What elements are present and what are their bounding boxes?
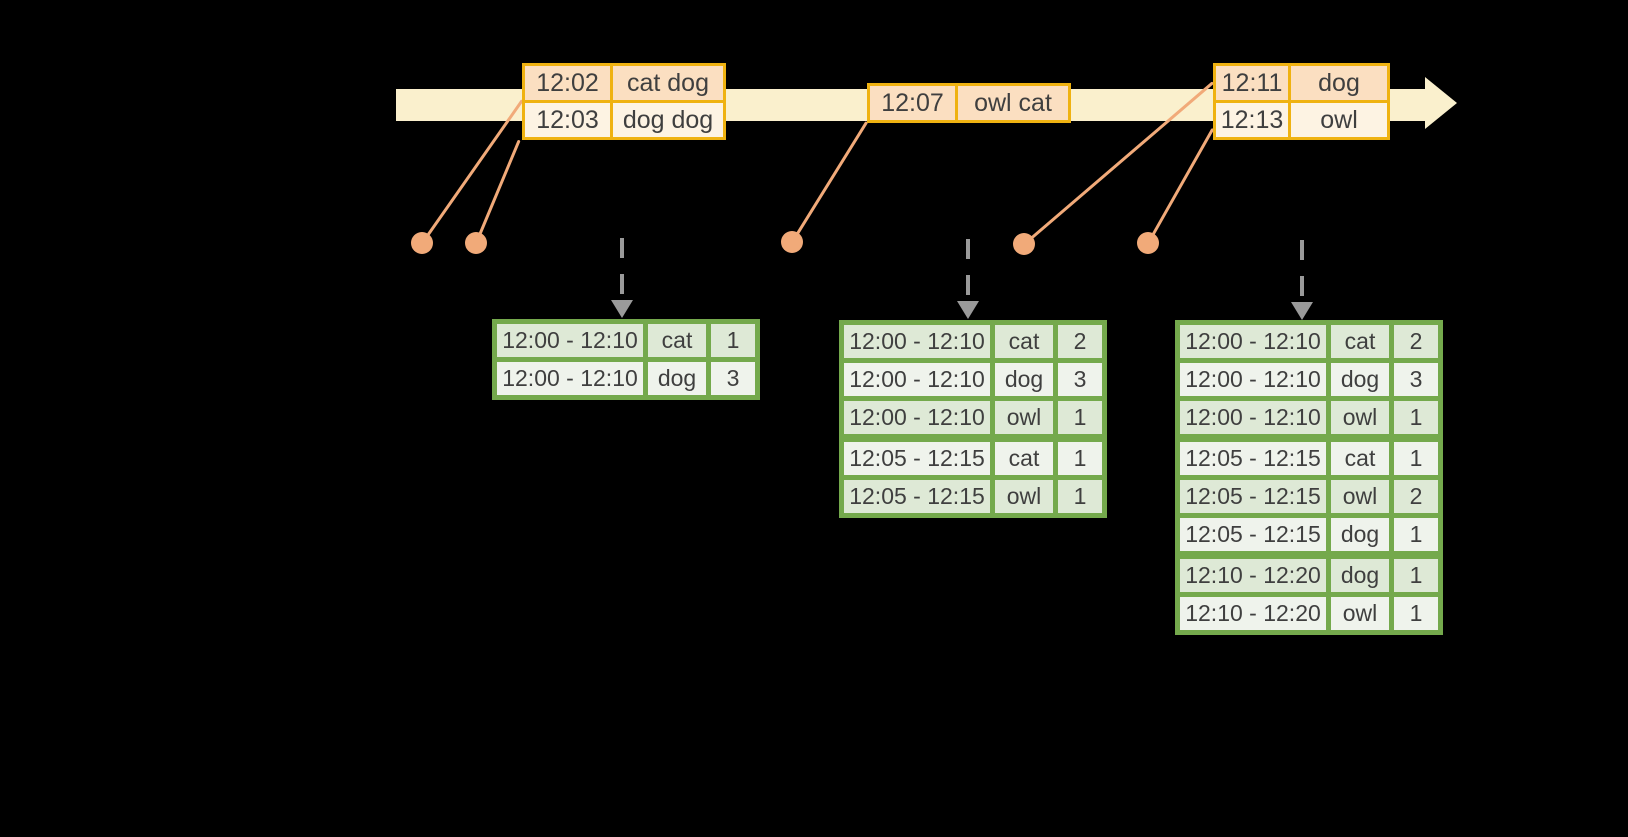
- word-cell: dog: [1331, 518, 1389, 551]
- event-time-cell: 12:13: [1216, 103, 1288, 137]
- event-dot: [781, 231, 803, 253]
- word-cell: cat: [1331, 325, 1389, 358]
- result-row: 12:00 - 12:10 owl 1: [1180, 401, 1438, 434]
- event-time-cell: 12:11: [1216, 66, 1288, 100]
- count-cell: 1: [1394, 401, 1438, 434]
- event-words-cell: owl: [1291, 103, 1387, 137]
- result-table-3: 12:00 - 12:10 cat 2 12:00 - 12:10 dog 3 …: [1175, 320, 1443, 635]
- event-time-cell: 12:02: [525, 66, 610, 100]
- result-table-1: 12:00 - 12:10 cat 1 12:00 - 12:10 dog 3: [492, 319, 760, 400]
- event-table-1: 12:02 cat dog 12:03 dog dog: [522, 63, 726, 140]
- word-cell: dog: [1331, 559, 1389, 592]
- result-row: 12:05 - 12:15 cat 1: [844, 442, 1102, 475]
- event-words-cell: owl cat: [958, 86, 1068, 120]
- result-row: 12:00 - 12:10 cat 2: [844, 325, 1102, 358]
- result-row: 12:00 - 12:10 cat 2: [1180, 325, 1438, 358]
- result-row: 12:00 - 12:10 cat 1: [497, 324, 755, 357]
- event-row: 12:11 dog: [1216, 66, 1387, 100]
- event-words-cell: cat dog: [613, 66, 723, 100]
- window-cell: 12:10 - 12:20: [1180, 559, 1326, 592]
- word-cell: cat: [995, 442, 1053, 475]
- count-cell: 2: [1394, 480, 1438, 513]
- event-row: 12:03 dog dog: [525, 103, 723, 137]
- trigger-arrow-line: [966, 239, 970, 299]
- event-table-3: 12:11 dog 12:13 owl: [1213, 63, 1390, 140]
- event-row: 12:02 cat dog: [525, 66, 723, 100]
- word-cell: cat: [1331, 442, 1389, 475]
- event-time-cell: 12:03: [525, 103, 610, 137]
- word-cell: owl: [1331, 480, 1389, 513]
- count-cell: 2: [1394, 325, 1438, 358]
- count-cell: 1: [1058, 442, 1102, 475]
- count-cell: 1: [1394, 442, 1438, 475]
- result-row: 12:05 - 12:15 owl 2: [1180, 480, 1438, 513]
- ingest-line: [1146, 127, 1215, 244]
- event-dot: [1013, 233, 1035, 255]
- timeline-arrowhead-icon: [1425, 77, 1457, 129]
- window-cell: 12:00 - 12:10: [497, 362, 643, 395]
- event-time-cell: 12:07: [870, 86, 955, 120]
- word-cell: dog: [995, 363, 1053, 396]
- window-cell: 12:05 - 12:15: [1180, 442, 1326, 475]
- window-cell: 12:10 - 12:20: [1180, 597, 1326, 630]
- window-cell: 12:05 - 12:15: [1180, 518, 1326, 551]
- word-cell: owl: [1331, 401, 1389, 434]
- event-words-cell: dog dog: [613, 103, 723, 137]
- event-dot: [465, 232, 487, 254]
- word-cell: owl: [1331, 597, 1389, 630]
- word-cell: owl: [995, 480, 1053, 513]
- result-row: 12:00 - 12:10 dog 3: [1180, 363, 1438, 396]
- window-cell: 12:00 - 12:10: [844, 401, 990, 434]
- result-row: 12:00 - 12:10 dog 3: [497, 362, 755, 395]
- event-dot: [411, 232, 433, 254]
- window-cell: 12:00 - 12:10: [1180, 325, 1326, 358]
- count-cell: 1: [1394, 518, 1438, 551]
- trigger-arrowhead-icon: [957, 301, 979, 319]
- result-row: 12:05 - 12:15 owl 1: [844, 480, 1102, 513]
- word-cell: cat: [995, 325, 1053, 358]
- window-cell: 12:05 - 12:15: [844, 442, 990, 475]
- result-row: 12:05 - 12:15 cat 1: [1180, 442, 1438, 475]
- window-cell: 12:00 - 12:10: [1180, 363, 1326, 396]
- count-cell: 1: [1058, 480, 1102, 513]
- trigger-arrow-line: [620, 238, 624, 298]
- event-words-cell: dog: [1291, 66, 1387, 100]
- window-cell: 12:00 - 12:10: [844, 325, 990, 358]
- result-row: 12:10 - 12:20 owl 1: [1180, 597, 1438, 630]
- count-cell: 3: [1394, 363, 1438, 396]
- result-row: 12:10 - 12:20 dog 1: [1180, 559, 1438, 592]
- window-cell: 12:05 - 12:15: [1180, 480, 1326, 513]
- count-cell: 1: [1394, 597, 1438, 630]
- window-cell: 12:00 - 12:10: [1180, 401, 1326, 434]
- count-cell: 1: [1058, 401, 1102, 434]
- window-cell: 12:00 - 12:10: [497, 324, 643, 357]
- window-cell: 12:05 - 12:15: [844, 480, 990, 513]
- event-row: 12:13 owl: [1216, 103, 1387, 137]
- count-cell: 2: [1058, 325, 1102, 358]
- window-cell: 12:00 - 12:10: [844, 363, 990, 396]
- result-table-2: 12:00 - 12:10 cat 2 12:00 - 12:10 dog 3 …: [839, 320, 1107, 518]
- trigger-arrow-line: [1300, 240, 1304, 300]
- word-cell: cat: [648, 324, 706, 357]
- event-dot: [1137, 232, 1159, 254]
- result-row: 12:00 - 12:10 dog 3: [844, 363, 1102, 396]
- event-table-2: 12:07 owl cat: [867, 83, 1071, 123]
- count-cell: 3: [1058, 363, 1102, 396]
- ingest-line: [790, 120, 869, 243]
- result-row: 12:00 - 12:10 owl 1: [844, 401, 1102, 434]
- trigger-arrowhead-icon: [1291, 302, 1313, 320]
- count-cell: 1: [711, 324, 755, 357]
- count-cell: 1: [1394, 559, 1438, 592]
- result-row: 12:05 - 12:15 dog 1: [1180, 518, 1438, 551]
- trigger-arrowhead-icon: [611, 300, 633, 318]
- word-cell: owl: [995, 401, 1053, 434]
- event-row: 12:07 owl cat: [870, 86, 1068, 120]
- count-cell: 3: [711, 362, 755, 395]
- word-cell: dog: [1331, 363, 1389, 396]
- word-cell: dog: [648, 362, 706, 395]
